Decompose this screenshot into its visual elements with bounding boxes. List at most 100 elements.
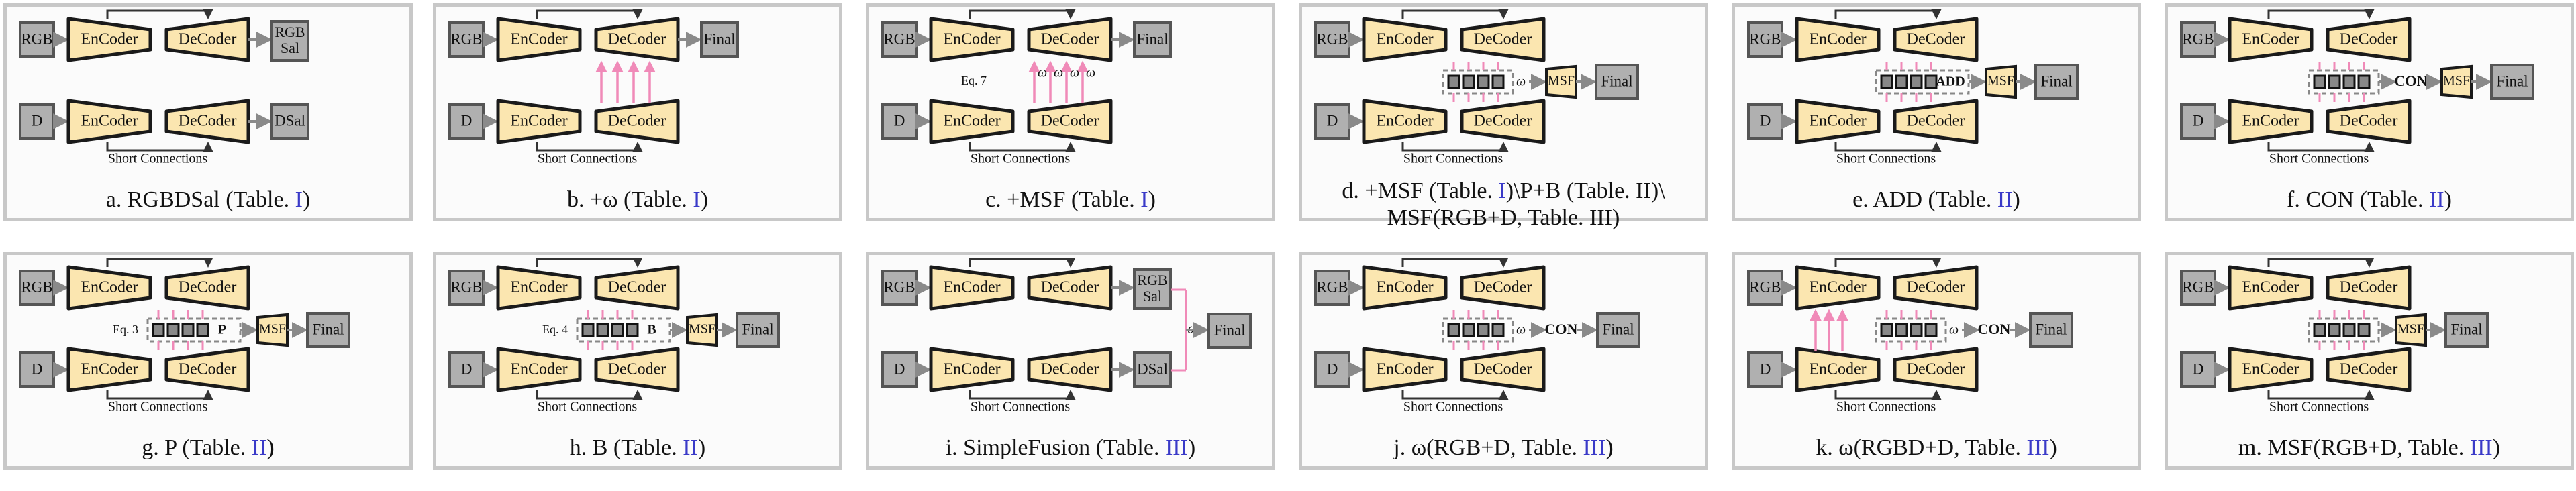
- caption-text: m. MSF(RGB+D, Table.: [2238, 435, 2470, 460]
- rgb-decoder: [1893, 17, 1979, 62]
- short-connections-label: Short Connections: [971, 400, 1071, 415]
- depth-saliency-output-label: DSal: [275, 112, 305, 129]
- msf-label: MSF: [1987, 74, 2014, 89]
- rgb-decoder-label: DeCoder: [1907, 279, 1965, 296]
- short-connections-label: Short Connections: [2269, 152, 2369, 166]
- rgb-decoder-label: DeCoder: [608, 31, 666, 48]
- table-ref: I: [1498, 178, 1506, 203]
- panel-caption: j. ω(RGB+D, Table. III): [1302, 435, 1705, 461]
- short-connection: [2267, 9, 2375, 19]
- short-connections-label: Short Connections: [538, 152, 638, 166]
- rgb-input: [19, 21, 55, 58]
- depth-decoder-label: DeCoder: [1907, 113, 1965, 130]
- short-connection: [2267, 258, 2375, 268]
- rgb-decoder: [1027, 17, 1113, 62]
- depth-input-label: D: [894, 112, 905, 129]
- rgb-decoder-label: DeCoder: [2340, 31, 2398, 48]
- depth-input-label: D: [1327, 112, 1338, 129]
- short-connections-label: Short Connections: [1836, 152, 1936, 166]
- feature-block: [626, 323, 639, 337]
- depth-encoder: [1362, 347, 1448, 392]
- rgb-decoder-label: DeCoder: [1907, 31, 1965, 48]
- rgb-input-label: RGB: [21, 278, 52, 295]
- final-output-label: Final: [1136, 30, 1168, 47]
- table-ref: II: [683, 435, 698, 460]
- short-connection: [1834, 390, 1942, 400]
- caption-text: j. ω(RGB+D, Table.: [1393, 435, 1583, 460]
- depth-encoder-label: EnCoder: [1376, 361, 1433, 378]
- fusion-box: [1442, 317, 1514, 343]
- depth-decoder: [164, 99, 250, 144]
- final-output-label: Final: [742, 321, 773, 337]
- depth-encoder-label: EnCoder: [2242, 113, 2299, 130]
- table-ref: I: [693, 187, 701, 212]
- depth-encoder: [66, 347, 152, 392]
- rgb-encoder-label: EnCoder: [1809, 279, 1866, 296]
- caption-text: ): [1148, 187, 1156, 212]
- panel-caption: h. B (Table. II): [436, 435, 839, 461]
- rgb-encoder-label: EnCoder: [2242, 279, 2299, 296]
- rgb-input-label: RGB: [1316, 278, 1348, 295]
- feature-block: [2328, 74, 2341, 89]
- rgb-encoder: [1362, 17, 1448, 62]
- caption-text: ): [2444, 187, 2452, 212]
- depth-encoder-label: EnCoder: [81, 113, 138, 130]
- short-connection: [969, 9, 1076, 19]
- short-connection: [1401, 258, 1509, 268]
- caption-text: ): [697, 435, 706, 460]
- depth-decoder-label: DeCoder: [2340, 361, 2398, 378]
- feature-block: [1462, 74, 1475, 89]
- depth-decoder: [1893, 347, 1979, 392]
- panel-caption: m. MSF(RGB+D, Table. III): [2168, 435, 2571, 461]
- final-output: [306, 312, 350, 348]
- rgb-decoder: [164, 265, 250, 311]
- feature-block: [181, 323, 195, 337]
- feature-block: [2357, 323, 2371, 337]
- depth-encoder-label: EnCoder: [1809, 113, 1866, 130]
- depth-encoder: [66, 99, 152, 144]
- final-output: [2034, 64, 2079, 100]
- short-connection: [1834, 142, 1942, 152]
- caption-text: a. RGBDSal (Table.: [105, 187, 295, 212]
- rgb-input-label: RGB: [883, 30, 915, 47]
- caption-text: ): [1605, 435, 1614, 460]
- short-connection: [1401, 142, 1509, 152]
- msf-module: [2440, 64, 2473, 99]
- rgb-decoder-label: DeCoder: [179, 279, 237, 296]
- short-connection: [2267, 390, 2375, 400]
- depth-encoder-label: EnCoder: [81, 361, 138, 378]
- depth-input: [2180, 351, 2216, 388]
- rgb-encoder-label: EnCoder: [943, 279, 1000, 296]
- depth-decoder: [1460, 99, 1546, 144]
- rgb-input-label: RGB: [450, 30, 482, 47]
- depth-decoder-label: DeCoder: [608, 113, 666, 130]
- depth-input-label: D: [32, 360, 43, 377]
- short-connections-label: Short Connections: [108, 152, 208, 166]
- fusion-tag-label: P: [218, 323, 226, 337]
- rgb-decoder-label: DeCoder: [2340, 279, 2398, 296]
- con-label: CON: [1545, 321, 1578, 337]
- depth-saliency-output: [270, 103, 309, 140]
- rgb-input: [881, 270, 918, 306]
- fusion-box: [1875, 69, 1970, 95]
- rgb-input: [2180, 270, 2216, 306]
- panel-caption: a. RGBDSal (Table. I): [7, 186, 409, 213]
- depth-encoder: [2228, 347, 2314, 392]
- depth-decoder: [1027, 347, 1113, 392]
- feature-block: [1910, 74, 1923, 89]
- depth-decoder-label: DeCoder: [1474, 361, 1532, 378]
- depth-input-label: D: [2193, 360, 2204, 377]
- depth-decoder-label: DeCoder: [179, 361, 237, 378]
- final-output-label: Final: [2450, 321, 2482, 337]
- depth-encoder: [1795, 99, 1881, 144]
- rgb-decoder-label: DeCoder: [179, 31, 237, 48]
- table-ref: II: [2428, 187, 2444, 212]
- short-connection: [2267, 142, 2375, 152]
- short-connection: [969, 142, 1076, 152]
- msf-module: [1985, 64, 2017, 99]
